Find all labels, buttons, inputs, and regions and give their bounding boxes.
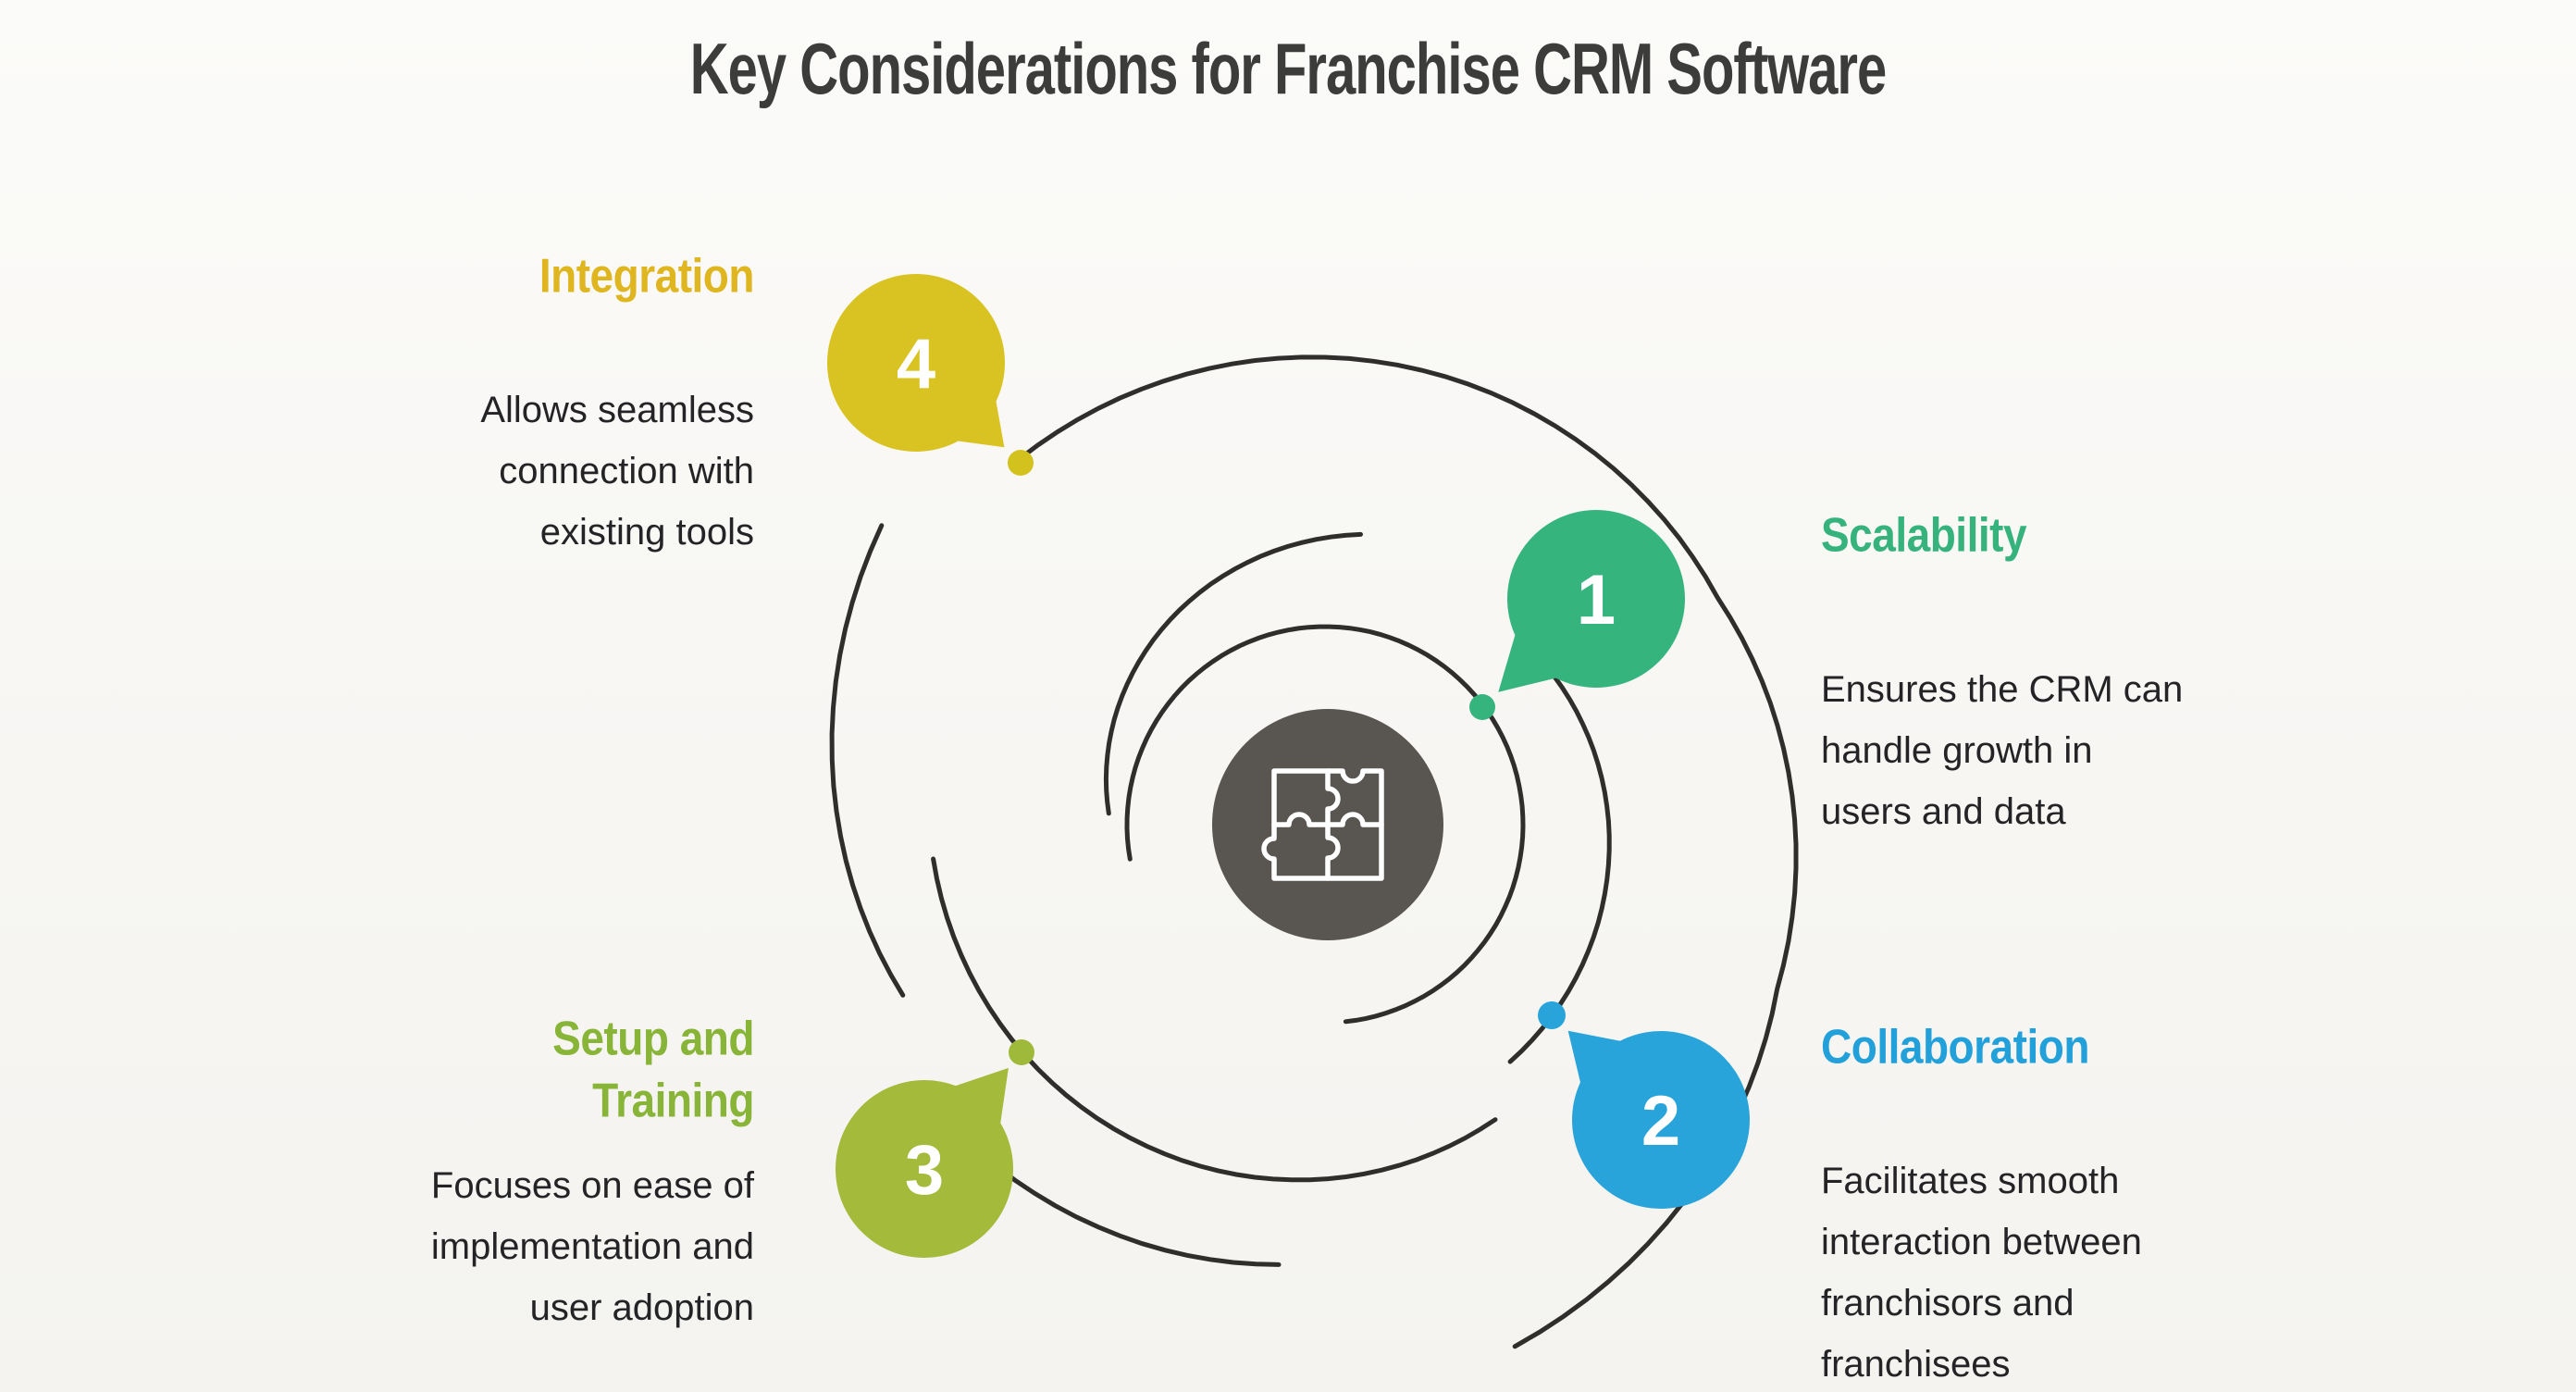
bubble-4-number: 4 <box>897 325 935 404</box>
collaboration-heading: Collaboration <box>1821 1019 2089 1074</box>
page-title: Key Considerations for Franchise CRM Sof… <box>689 29 1887 110</box>
spiral-arc <box>1103 531 1363 816</box>
bubble-4 <box>827 274 1005 452</box>
bubble-3-number: 3 <box>905 1131 944 1210</box>
integration-dot <box>1008 450 1034 476</box>
spiral-arc <box>973 1147 1282 1267</box>
spiral-arc <box>931 856 1498 1183</box>
puzzle-icon <box>1261 768 1384 881</box>
spiral-arc <box>829 523 906 998</box>
bubble-3 <box>836 1080 1013 1258</box>
scalability-heading: Scalability <box>1821 507 2027 562</box>
setup-heading: Setup and Training <box>552 1011 754 1127</box>
bubble-2 <box>1572 1031 1750 1209</box>
bubble-2-number: 2 <box>1641 1082 1680 1161</box>
bubble-1 <box>1507 510 1685 688</box>
collaboration-description: Facilitates smooth interaction between f… <box>1821 1161 2142 1385</box>
bubble-1-number: 1 <box>1577 561 1616 640</box>
integration-heading: Integration <box>539 248 755 303</box>
collaboration-dot <box>1538 1001 1566 1029</box>
integration-description: Allows seamless connection with existing… <box>480 390 754 553</box>
spiral-arc <box>1507 673 1612 1064</box>
setup-description: Focuses on ease of implementation and us… <box>430 1165 754 1328</box>
setup-dot <box>1009 1039 1034 1065</box>
scalability-description: Ensures the CRM can handle growth in use… <box>1821 669 2184 832</box>
scalability-dot <box>1469 694 1495 720</box>
spiral-arc <box>1124 624 1526 1025</box>
